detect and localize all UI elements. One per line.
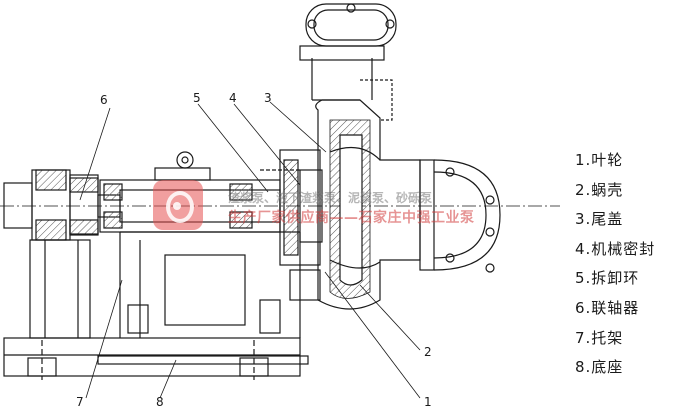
legend-item: 7.托架 [575, 328, 624, 347]
inlet-flange [419, 159, 501, 273]
bracket-frame [119, 231, 301, 338]
callout-2: 2 [424, 345, 432, 359]
legend-item: 3.尾盖 [575, 210, 624, 229]
parts-legend: 1.叶轮 2.蜗壳 3.尾盖 4.机械密封 5.拆卸环 6.联轴器 7.托架 8… [575, 146, 675, 383]
callout-7: 7 [76, 395, 84, 409]
legend-item: 2.蜗壳 [575, 180, 624, 199]
coupling [69, 174, 121, 236]
callout-8: 8 [156, 395, 164, 409]
callout-3: 3 [264, 91, 272, 105]
legend-item: 4.机械密封 [575, 239, 656, 258]
callout-5: 5 [193, 91, 201, 105]
seal-back-cover [260, 149, 323, 266]
watermark-line-2: 生产厂家供应商——石家庄中强工业泵 [228, 210, 475, 226]
watermark-line-1: 渣浆泵、液下渣浆泵、泥浆泵、砂砾泵 [228, 191, 433, 205]
legend-item: 5.拆卸环 [575, 269, 640, 288]
callout-4: 4 [229, 91, 237, 105]
legend-item: 8.底座 [575, 358, 624, 377]
motor-end [3, 169, 91, 339]
base-plate [3, 337, 309, 380]
volute-casing [289, 99, 421, 310]
leader-lines [79, 101, 421, 399]
callout-1: 1 [424, 395, 432, 409]
legend-item: 6.联轴器 [575, 298, 640, 317]
legend-item: 1.叶轮 [575, 151, 624, 169]
watermark-logo-icon [153, 180, 203, 230]
callout-6: 6 [100, 93, 108, 107]
outlet-pipe [299, 3, 397, 121]
